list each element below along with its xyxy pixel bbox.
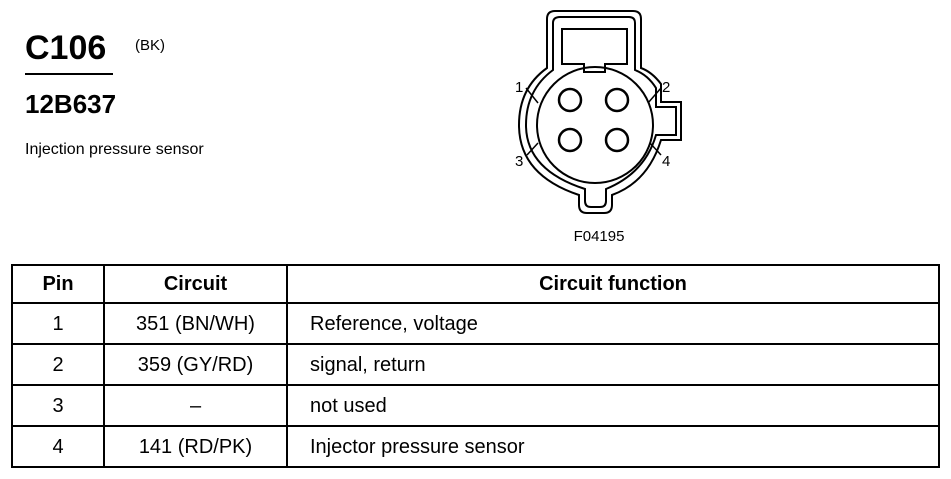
connector-face-diagram: 1 2 3 4 — [515, 10, 682, 214]
connector-housing-outer — [517, 10, 682, 214]
table-row: 1 351 (BN/WH) Reference, voltage — [11, 302, 940, 345]
header-pin: Pin — [11, 264, 105, 304]
cell-pin: 3 — [11, 384, 105, 427]
pin-socket-4 — [604, 127, 630, 153]
pin-label-2: 2 — [662, 79, 670, 96]
pin-leader-3 — [526, 142, 539, 156]
header-circuit-function: Circuit function — [286, 264, 940, 304]
cell-circuit-function: not used — [286, 384, 940, 427]
pin-socket-3 — [557, 127, 583, 153]
pin-socket-1 — [557, 87, 583, 113]
pin-leader-4 — [649, 142, 662, 156]
table-row: 3 – not used — [11, 384, 940, 427]
locking-tab — [561, 28, 628, 73]
figure-code: F04195 — [573, 228, 625, 245]
pin-leader-2 — [647, 87, 662, 104]
pin-label-3: 3 — [515, 153, 523, 170]
connector-color-code: (BK) — [135, 37, 165, 54]
connector-face — [536, 66, 654, 184]
cell-circuit: 359 (GY/RD) — [103, 343, 288, 386]
cell-circuit: 141 (RD/PK) — [103, 425, 288, 468]
pin-label-1: 1 — [515, 79, 523, 96]
connector-housing-inner — [524, 16, 677, 208]
cell-circuit: 351 (BN/WH) — [103, 302, 288, 345]
pin-label-4: 4 — [662, 153, 670, 170]
table-row: 2 359 (GY/RD) signal, return — [11, 343, 940, 386]
table-row: 4 141 (RD/PK) Injector pressure sensor — [11, 425, 940, 468]
connector-description: Injection pressure sensor — [25, 141, 204, 158]
cell-circuit-function: Reference, voltage — [286, 302, 940, 345]
cell-pin: 2 — [11, 343, 105, 386]
pin-table: Pin Circuit Circuit function 1 351 (BN/W… — [11, 264, 940, 468]
pin-leader-1 — [525, 87, 539, 104]
connector-id: C106 — [25, 29, 107, 67]
cell-pin: 1 — [11, 302, 105, 345]
cell-circuit-function: signal, return — [286, 343, 940, 386]
cell-circuit-function: Injector pressure sensor — [286, 425, 940, 468]
cell-pin: 4 — [11, 425, 105, 468]
table-header-row: Pin Circuit Circuit function — [11, 264, 940, 304]
cell-circuit: – — [103, 384, 288, 427]
pin-socket-2 — [604, 87, 630, 113]
title-rule — [25, 73, 113, 75]
header-circuit: Circuit — [103, 264, 288, 304]
part-number: 12B637 — [25, 89, 117, 119]
